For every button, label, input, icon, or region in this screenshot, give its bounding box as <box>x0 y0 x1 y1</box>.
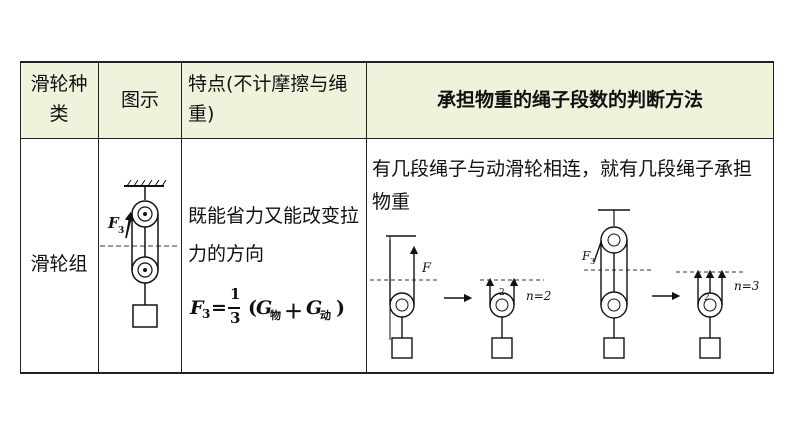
formula-plus: ＋ <box>284 301 304 323</box>
header-row <box>20 61 774 139</box>
method-diagrams: F 2 n=2 F 3 <box>370 209 760 359</box>
diagram-a-pulley-num: 2 <box>499 288 505 298</box>
formula-g-pulley: G <box>306 297 323 319</box>
formula-lhs: F <box>190 297 204 319</box>
force-formula: F 3 = 1 3 ( G 物 ＋ G 动 ) <box>190 285 345 327</box>
diagram-b-original: F 3 <box>581 209 652 359</box>
table-border-top <box>20 61 774 63</box>
diagram-b-force: F <box>581 249 591 263</box>
formula-lhs-sub: 3 <box>202 307 211 321</box>
col-divider-2 <box>181 61 182 374</box>
col-divider-3 <box>366 61 367 374</box>
formula-fraction-bar <box>228 307 240 309</box>
formula-g-pulley-sub: 动 <box>320 309 331 322</box>
diagram-a-n: n=2 <box>526 289 551 303</box>
formula-numerator: 1 <box>230 285 241 303</box>
diagram-a-result: 2 n=2 <box>480 277 551 359</box>
formula-equals: = <box>211 297 227 319</box>
table-border-right <box>773 61 774 374</box>
formula-g-object-sub: 物 <box>270 309 281 322</box>
main-force-sub: 3 <box>118 226 124 236</box>
header-divider <box>20 138 774 139</box>
diagram-a-force: F <box>421 261 432 276</box>
pulley-block-diagram: F 3 <box>100 180 180 328</box>
header-pulley-type: 滑轮种类 <box>30 73 88 125</box>
header-method: 承担物重的绳子段数的判断方法 <box>436 89 703 111</box>
diagram-b-pulley-num: 2 <box>704 293 710 303</box>
formula-g-object: G <box>256 297 273 319</box>
method-table: 滑轮种类 图示 特点(不计摩擦与绳重) 承担物重的绳子段数的判断方法 滑轮组 既… <box>20 61 774 374</box>
table-border-left <box>20 61 21 374</box>
header-diagram: 图示 <box>120 89 159 111</box>
diagram-b-result: 2 n=3 <box>676 269 760 359</box>
table-border-bottom <box>20 372 774 374</box>
col-divider-1 <box>98 61 99 374</box>
row-feature: 既能省力又能改变拉力的方向 <box>188 205 360 265</box>
row-type-pulley-block: 滑轮组 <box>30 253 88 275</box>
formula-denominator: 3 <box>230 309 241 327</box>
diagram-b-force-sub: 3 <box>590 257 595 266</box>
header-features: 特点(不计摩擦与绳重) <box>188 73 348 125</box>
diagram-a-original: F <box>370 235 438 359</box>
main-force-label: F <box>107 214 120 232</box>
row-method: 有几段绳子与动滑轮相连，就有几段绳子承担物重 <box>372 158 753 213</box>
diagram-b-n: n=3 <box>734 279 760 293</box>
